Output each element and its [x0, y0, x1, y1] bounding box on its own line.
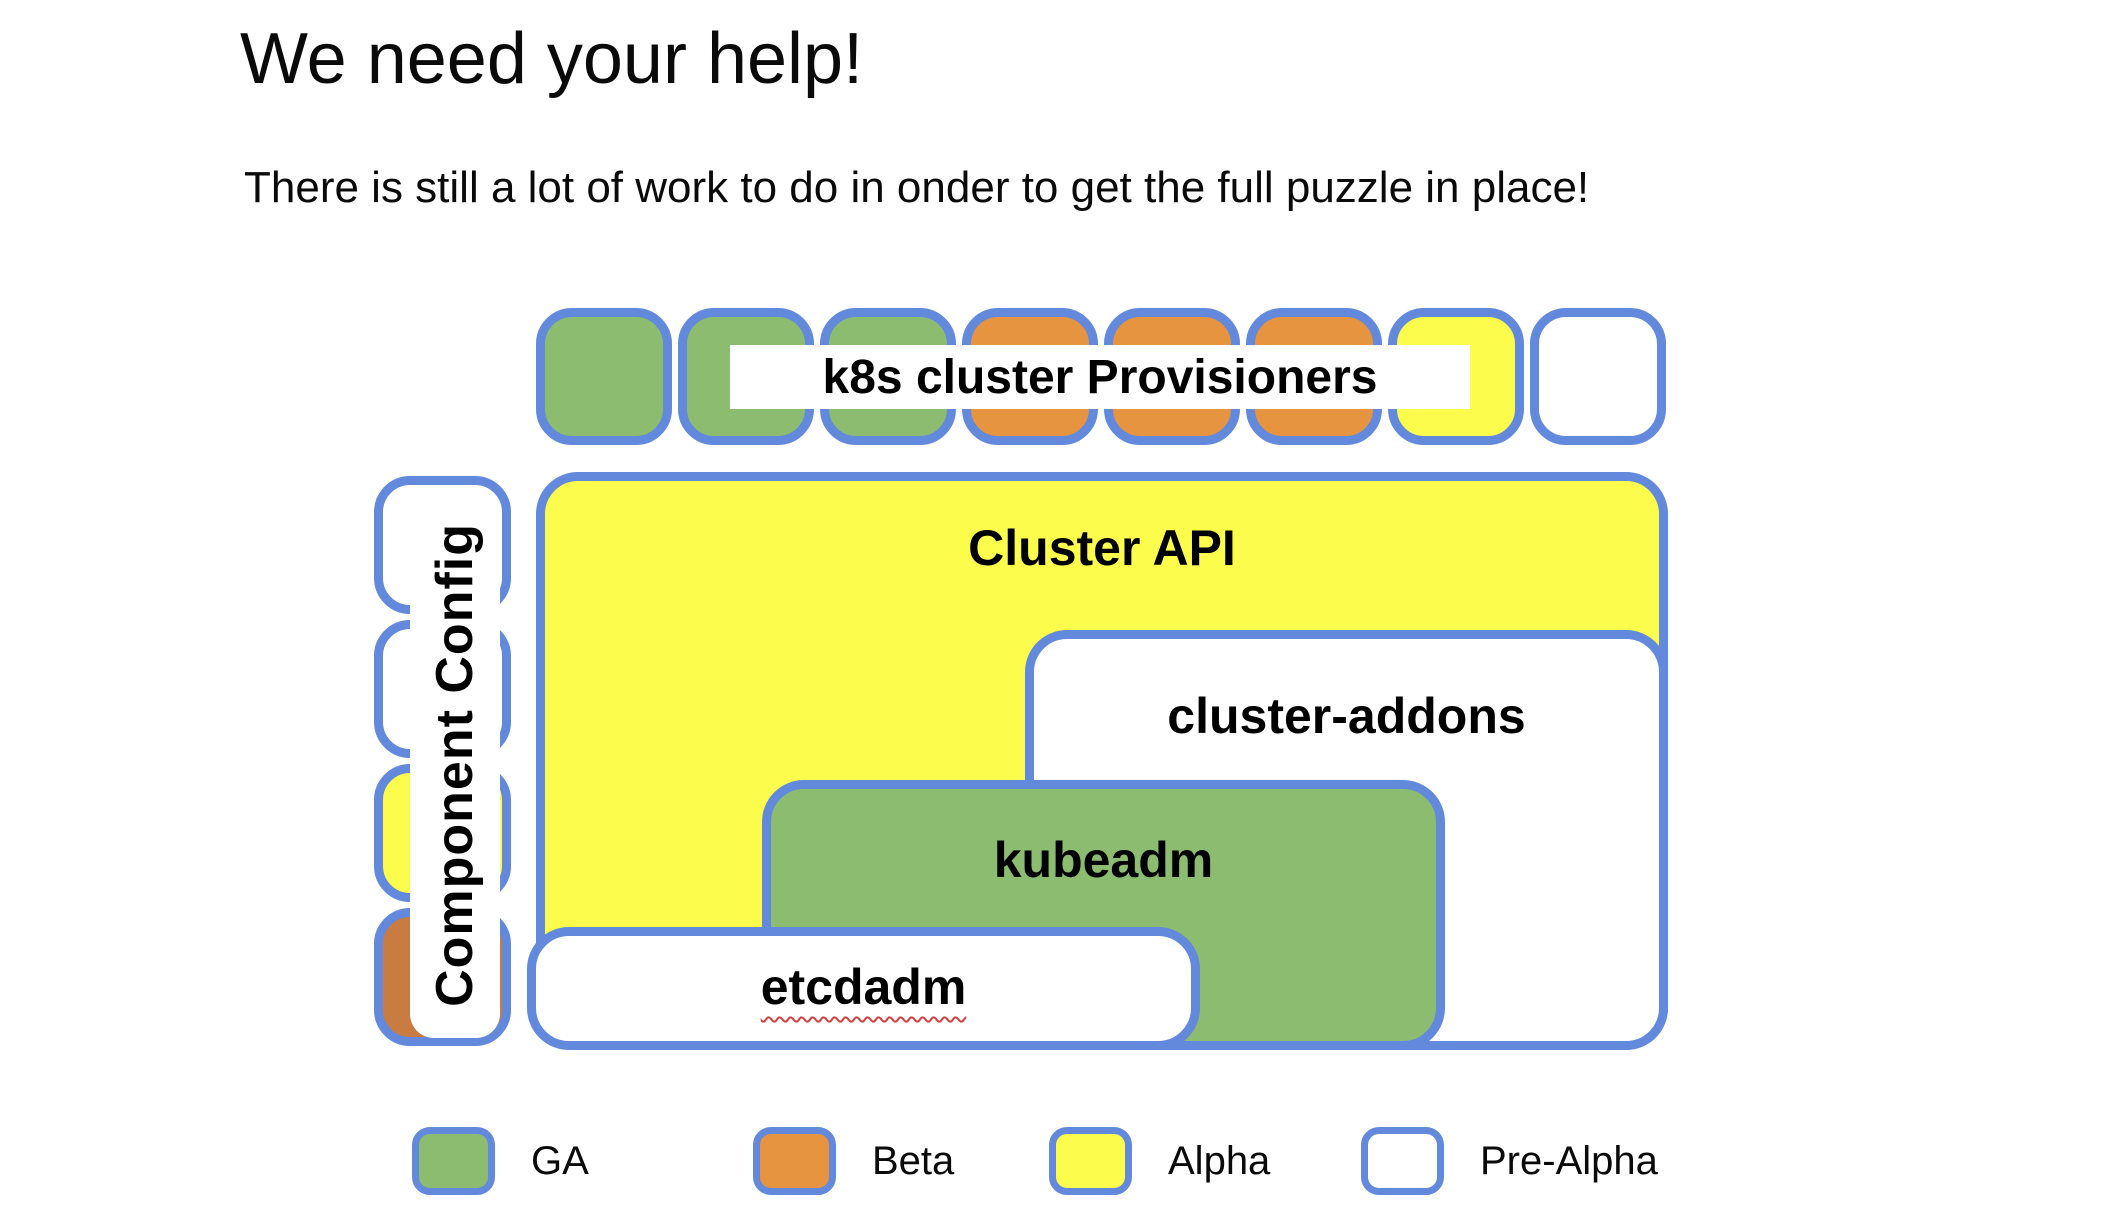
- cluster-addons-label: cluster-addons: [1167, 688, 1526, 744]
- legend-swatch-beta: [753, 1127, 836, 1195]
- legend-item-ga: GA: [412, 1127, 589, 1195]
- legend-swatch-prealpha: [1361, 1127, 1444, 1195]
- etcdadm-label-text: etcdadm: [760, 959, 967, 1015]
- kubeadm-label: kubeadm: [993, 832, 1214, 888]
- legend-item-alpha: Alpha: [1049, 1127, 1270, 1195]
- legend-item-beta: Beta: [753, 1127, 954, 1195]
- legend-label-beta: Beta: [872, 1138, 955, 1183]
- legend-label-alpha: Alpha: [1168, 1138, 1271, 1183]
- etcdadm-box: etcdadm: [527, 927, 1200, 1050]
- provisioners-label-band: k8s cluster Provisioners: [730, 345, 1470, 409]
- provisioners-label: k8s cluster Provisioners: [822, 350, 1378, 404]
- puzzle-piece-ga: [536, 308, 672, 445]
- page-title: We need your help!: [240, 19, 864, 99]
- legend-label-ga: GA: [531, 1138, 589, 1183]
- component-config-label: Component Config: [426, 523, 484, 1007]
- component-config-label-band: Component Config: [410, 492, 500, 1038]
- etcdadm-label: etcdadm: [536, 958, 1191, 1016]
- legend-label-prealpha: Pre-Alpha: [1480, 1138, 1658, 1183]
- puzzle-piece-prealpha: [1530, 308, 1666, 445]
- legend-swatch-alpha: [1049, 1127, 1132, 1195]
- page-subtitle: There is still a lot of work to do in on…: [244, 163, 1590, 212]
- legend-item-prealpha: Pre-Alpha: [1361, 1127, 1658, 1195]
- legend-swatch-ga: [412, 1127, 495, 1195]
- cluster-api-label: Cluster API: [968, 520, 1236, 576]
